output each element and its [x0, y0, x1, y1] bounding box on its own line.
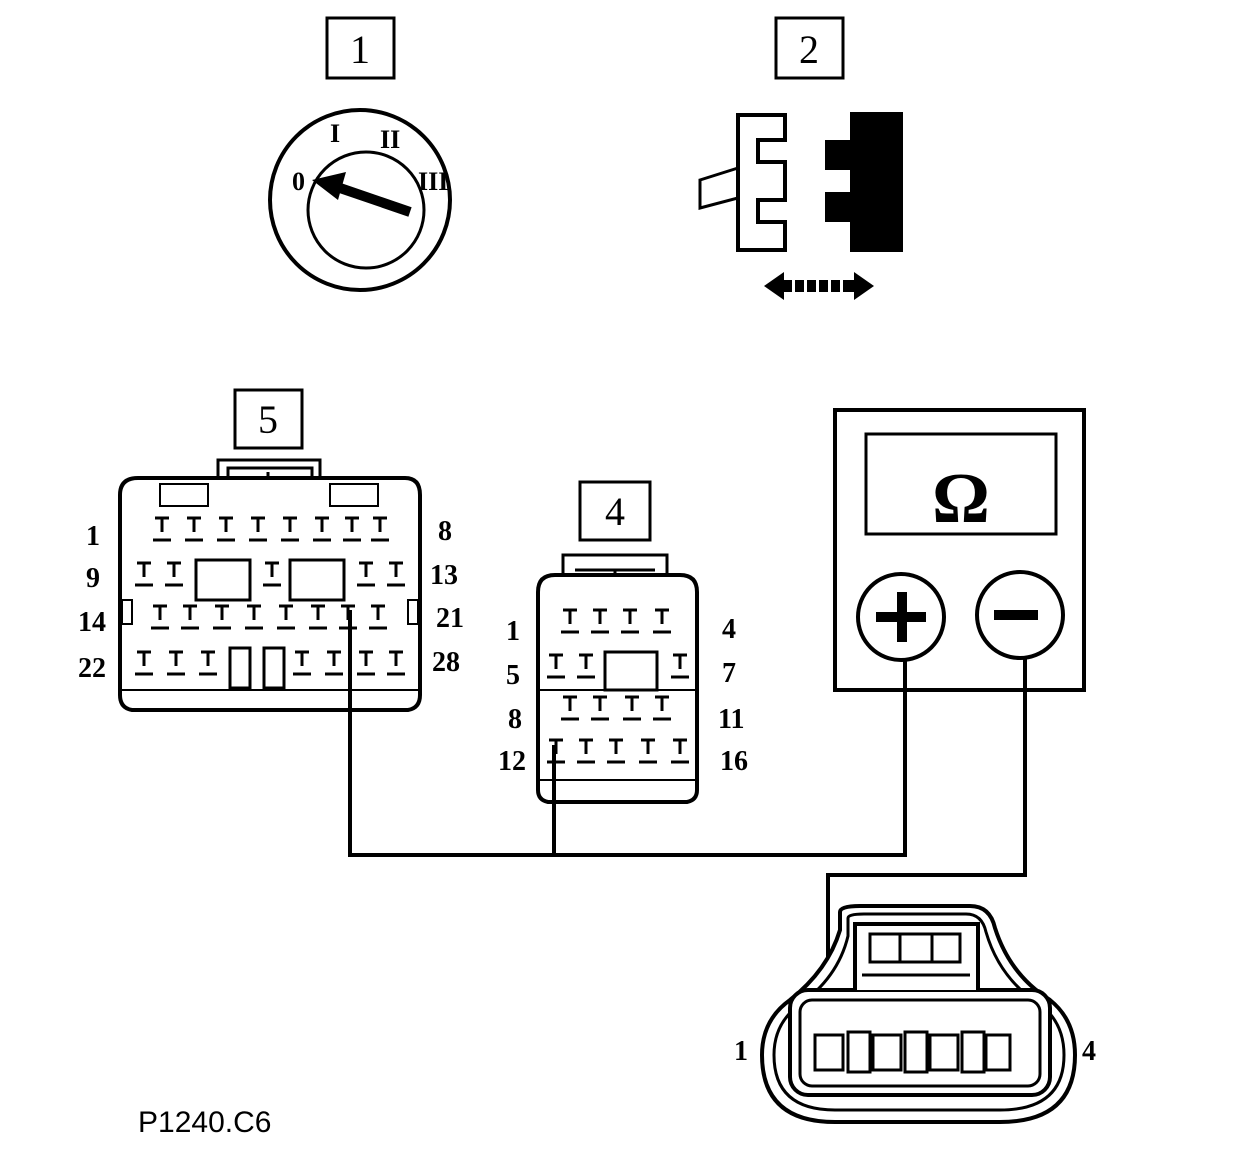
- connector-disconnect-callout: 2: [774, 16, 845, 80]
- terminal-pin: [577, 653, 595, 679]
- terminal-pin: [167, 650, 185, 676]
- c28-label-1: 1: [86, 521, 100, 552]
- terminal-pin: [135, 561, 153, 587]
- c28-label-22: 22: [78, 653, 106, 684]
- terminal-pin: [313, 516, 331, 542]
- terminal-pin: [387, 650, 405, 676]
- sensor-label-4: 4: [1082, 1036, 1096, 1067]
- terminal-pin: [343, 516, 361, 542]
- ignition-position-3: III: [418, 167, 448, 196]
- sensor-label-1: 1: [734, 1036, 748, 1067]
- terminal-pin: [263, 561, 281, 587]
- figure-code: P1240.C6: [138, 1106, 271, 1139]
- ohm-symbol: Ω: [932, 458, 990, 538]
- terminal-pin: [561, 695, 579, 721]
- terminal-pin: [217, 516, 235, 542]
- terminal-pin: [591, 695, 609, 721]
- terminal-pin: [165, 561, 183, 587]
- c16-label-16: 16: [720, 746, 748, 777]
- c28-label-9: 9: [86, 563, 100, 594]
- terminal-pin: [135, 650, 153, 676]
- terminal-pin: [671, 738, 689, 764]
- sensor-connector: 1 4: [734, 904, 1096, 1124]
- minus-icon: [994, 610, 1038, 620]
- connector-16pin: 1 4 5 7 8 11 12 16: [498, 553, 748, 804]
- ignition-switch-icon: 0 I II III: [268, 108, 452, 292]
- connector-16pin-callout: 4: [578, 480, 652, 542]
- terminal-pin: [591, 608, 609, 634]
- ignition-switch-callout: 1: [325, 16, 396, 80]
- terminal-pin: [213, 604, 231, 630]
- terminal-pin: [547, 653, 565, 679]
- terminal-pin: [325, 650, 343, 676]
- terminal-pin: [357, 650, 375, 676]
- terminal-pin: [357, 561, 375, 587]
- c16-label-8: 8: [508, 704, 522, 735]
- terminal-pin: [153, 516, 171, 542]
- c28-label-14: 14: [78, 607, 106, 638]
- terminal-pin: [387, 561, 405, 587]
- connector-disconnect-icon: [698, 112, 903, 300]
- terminal-pin: [653, 608, 671, 634]
- terminal-pin: [371, 516, 389, 542]
- callout-2-label: 2: [799, 27, 819, 72]
- terminal-pin: [277, 604, 295, 630]
- terminal-pin: [181, 604, 199, 630]
- terminal-pin: [245, 604, 263, 630]
- terminal-pin: [369, 604, 387, 630]
- callout-1-label: 1: [350, 27, 370, 72]
- c16-label-11: 11: [718, 704, 744, 735]
- c28-label-28: 28: [432, 647, 460, 678]
- terminal-pin: [249, 516, 267, 542]
- terminal-pin: [607, 738, 625, 764]
- c16-label-5: 5: [506, 660, 520, 691]
- terminal-pin: [185, 516, 203, 542]
- terminal-pin: [653, 695, 671, 721]
- terminal-pin: [293, 650, 311, 676]
- terminal-pin: [577, 738, 595, 764]
- terminal-pin: [671, 653, 689, 679]
- terminal-pin: [151, 604, 169, 630]
- connector-28pin: 1 8 9 13 14 21 22 28: [78, 458, 464, 712]
- terminal-pin: [639, 738, 657, 764]
- ignition-position-2: II: [380, 125, 400, 154]
- c16-label-4: 4: [722, 614, 736, 645]
- ignition-position-1: I: [330, 119, 340, 148]
- callout-5-label: 5: [258, 397, 278, 442]
- c28-label-21: 21: [436, 603, 464, 634]
- c16-label-12: 12: [498, 746, 526, 777]
- c16-label-1: 1: [506, 616, 520, 647]
- terminal-pin: [281, 516, 299, 542]
- terminal-pin: [623, 695, 641, 721]
- terminal-pin: [199, 650, 217, 676]
- c16-label-7: 7: [722, 658, 736, 689]
- terminal-pin: [561, 608, 579, 634]
- ignition-position-0: 0: [292, 167, 305, 196]
- connector-28pin-terminals: [135, 516, 405, 676]
- terminal-pin: [621, 608, 639, 634]
- connector-28pin-callout: 5: [233, 388, 304, 450]
- c28-label-8: 8: [438, 516, 452, 547]
- c28-label-13: 13: [430, 560, 458, 591]
- callout-4-label: 4: [605, 489, 625, 534]
- terminal-pin: [309, 604, 327, 630]
- ohmmeter: Ω: [833, 408, 1086, 692]
